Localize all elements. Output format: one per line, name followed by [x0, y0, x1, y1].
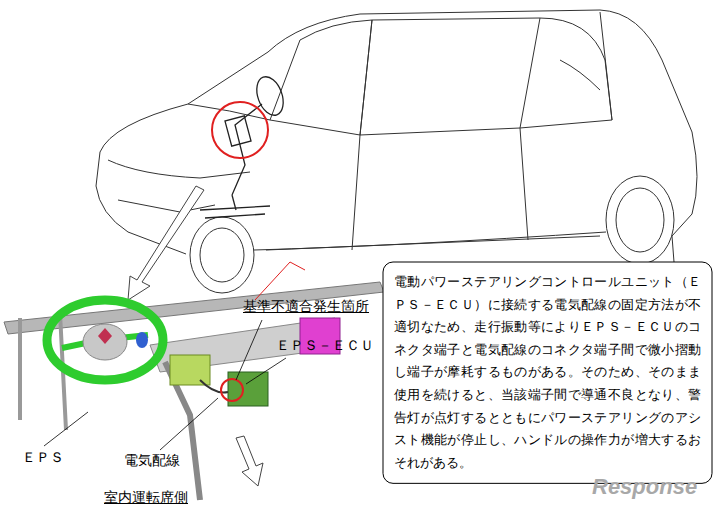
watermark: Response [592, 474, 697, 500]
leader-lines [44, 320, 286, 450]
pointer-arrow [128, 186, 204, 300]
highlight-circle [212, 102, 268, 158]
part-name: ＥＰＳ [22, 449, 64, 466]
pointer-arrow [236, 436, 263, 486]
explanation-box: 電動パワーステアリングコントロールユニット（ＥＰＳ－ＥＣＵ）に接続する電気配線の… [383, 262, 712, 483]
steering-column [200, 73, 288, 218]
steering-render [4, 262, 384, 500]
part-name: 電気配線 [124, 452, 180, 469]
callout-label: 基準不適合発生箇所 [243, 298, 369, 315]
part-name: ＥＰＳ－ＥＣＵ [276, 337, 374, 354]
panel-outline [383, 262, 712, 483]
car-outline [96, 10, 697, 293]
box-text: 電動パワーステアリングコントロールユニット（ＥＰＳ－ＥＣＵ）に接続する電気配線の… [394, 271, 701, 474]
view-label: 室内運転席側 [104, 489, 188, 506]
